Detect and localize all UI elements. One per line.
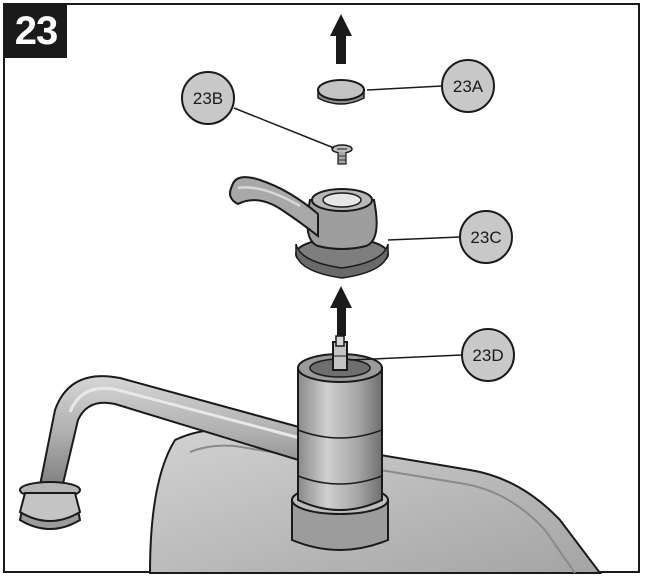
handle-screw-part [331,144,353,165]
callout-label-23b: 23B [193,89,223,108]
callout-23c: 23C [459,210,513,264]
handle-assembly-part [229,176,389,279]
callout-23a: 23A [441,59,495,113]
callout-label-23c: 23C [470,228,501,247]
handle-cap-part [317,79,365,105]
callout-23b: 23B [181,71,235,125]
cartridge-stem-part [332,335,348,371]
callout-label-23d: 23D [472,346,503,365]
callout-23d: 23D [461,328,515,382]
upward-arrow-top-icon [330,14,352,64]
callout-label-23a: 23A [453,77,484,96]
upward-arrow-middle-icon [330,286,352,336]
callout-leader-lines [233,85,463,361]
spout-aerator [18,481,82,530]
step-number-badge: 23 [5,5,67,58]
faucet-body [291,353,389,551]
